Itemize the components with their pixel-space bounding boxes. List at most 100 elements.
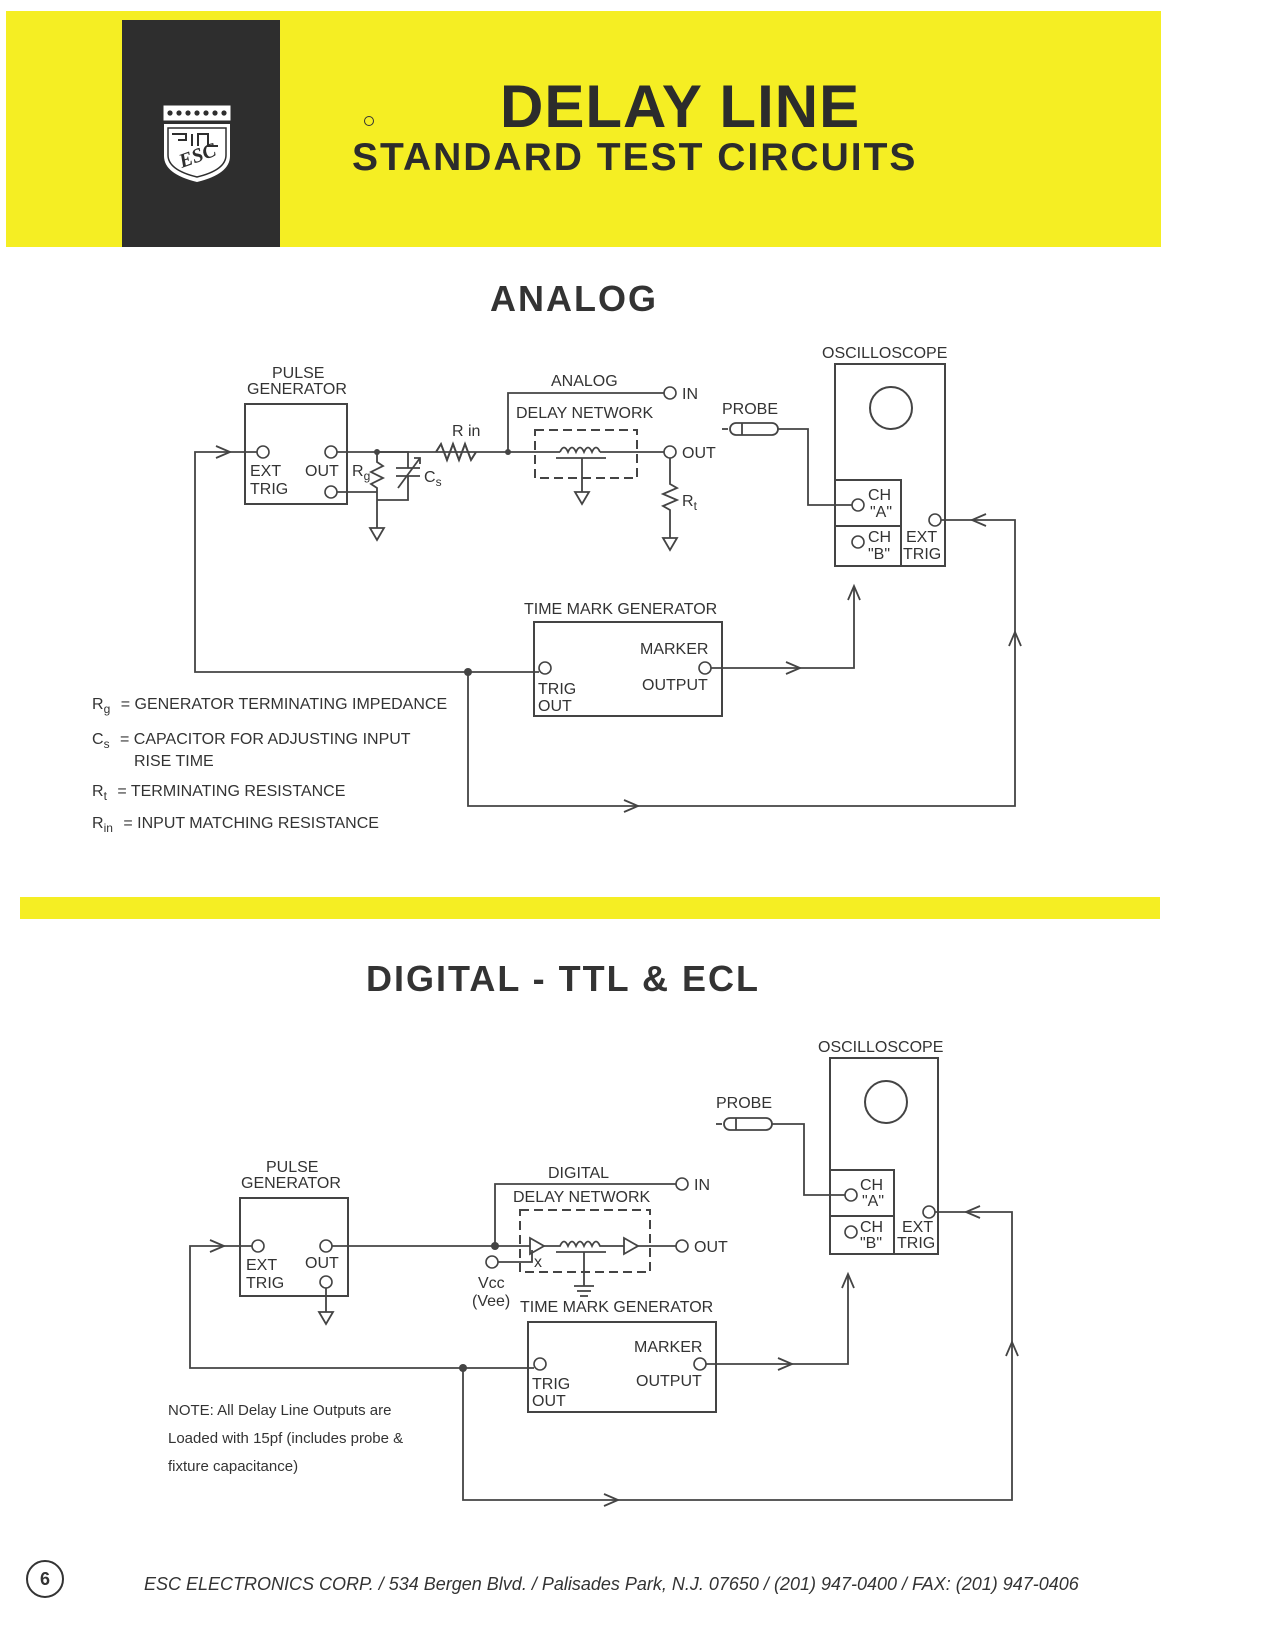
esc-shield-logo: ESC [163,105,231,182]
analog-ch-a-terminal [851,498,865,512]
analog-pg-out-label: OUT [305,463,339,480]
digital-pg-ext-trig-terminal [251,1239,265,1253]
digital-ch-b-box [829,1215,895,1255]
digital-tmg-label: TIME MARK GENERATOR [520,1299,713,1316]
analog-tmg-output-label: OUTPUT [642,677,708,694]
legend-rg: Rg = GENERATOR TERMINATING IMPEDANCE [92,696,447,716]
digital-pg-out-label: OUT [305,1255,339,1272]
digital-scope-label: OSCILLOSCOPE [818,1039,943,1056]
legend-rin-symbol: R [92,815,104,832]
analog-ch-b-terminal [851,535,865,549]
legend-rg-symbol: R [92,696,104,713]
digital-wire-ext-trig-loop [462,1211,1013,1501]
analog-cs-label: Cs [424,469,442,489]
digital-wire-probe [772,1123,845,1196]
analog-arrow-ext-trig [215,445,233,459]
analog-network-out-terminal [663,445,677,459]
legend-rin: Rin = INPUT MATCHING RESISTANCE [92,815,379,835]
digital-arrow-ch-b [841,1271,855,1289]
digital-pg-trig-label: TRIG [246,1275,284,1292]
analog-time-mark-generator-box [533,621,723,717]
registered-mark [364,116,374,126]
analog-rt-label: Rt [682,493,698,513]
analog-scope-screen [869,386,913,430]
analog-delay-network-box [534,429,638,479]
analog-pg-ground-terminal [324,485,338,499]
legend-rt-text: = TERMINATING RESISTANCE [117,783,346,800]
digital-probe-label: PROBE [716,1095,772,1112]
digital-scope-ext-trig-terminal [922,1205,936,1219]
analog-tmg-marker-label: MARKER [640,641,708,658]
digital-arrow-scope-trig [963,1205,981,1219]
digital-note-line-2: Loaded with 15pf (includes probe & [168,1430,404,1447]
digital-time-mark-generator-box [527,1321,717,1413]
digital-scope-ext-label: EXT [902,1219,933,1236]
analog-pg-out-terminal [324,445,338,459]
analog-network-in-terminal [663,386,677,400]
analog-rt-resistor [660,458,680,552]
page-subtitle: STANDARD TEST CIRCUITS [352,136,918,179]
legend-rin-text: = INPUT MATCHING RESISTANCE [123,815,379,832]
digital-scope-trig-label: TRIG [897,1235,935,1252]
analog-ch-a-label: CH [868,487,891,504]
digital-tmg-out-label: OUT [532,1393,566,1410]
page-title: DELAY LINE [500,73,861,140]
analog-delay-ground [573,458,591,506]
analog-probe-label: PROBE [722,401,778,418]
analog-probe-body [729,422,779,436]
analog-rg-resistor [368,452,386,528]
digital-tmg-marker-terminal [693,1357,707,1371]
digital-tmg-output-label: OUTPUT [636,1373,702,1390]
analog-ch-b-quote: "B" [868,546,890,563]
analog-rg-sub: g [364,469,371,483]
digital-network-in-label: IN [694,1177,710,1194]
analog-scope-trig-label: TRIG [903,546,941,563]
digital-pulse-gen-label-2: GENERATOR [241,1175,341,1192]
analog-rin-resistor [435,441,477,463]
analog-circuit-diagram: PULSE GENERATOR EXT TRIG OUT Rg Cs R in … [194,345,1022,813]
analog-scope-ext-label: EXT [906,529,937,546]
analog-rg-label: Rg [352,463,370,483]
logo-block: ESC [122,20,374,247]
analog-cs-capacitor [377,451,420,501]
digital-note-line-1: NOTE: All Delay Line Outputs are [168,1402,392,1419]
digital-output-buffer [623,1236,640,1256]
analog-tmg-out-label: OUT [538,698,572,715]
digital-wire-marker [706,1274,849,1365]
digital-ch-b-quote: "B" [860,1235,882,1252]
analog-scope-ext-trig-terminal [928,513,942,527]
digital-tmg-trig-label: TRIG [532,1376,570,1393]
digital-arrow-ext-trig [209,1239,227,1253]
digital-delay-ground [574,1252,594,1297]
digital-arrow-marker [777,1357,795,1371]
digital-pulse-generator-box [239,1197,349,1297]
analog-pulse-generator-box [244,403,348,505]
legend-rg-sub: g [103,702,111,717]
digital-network-out-label: OUT [694,1239,728,1256]
analog-wire-in [507,392,664,452]
digital-wire-in [494,1183,676,1246]
digital-vee-label: (Vee) [472,1293,510,1310]
digital-arrow-right [1005,1339,1019,1357]
analog-wire-ext-trig-loop [467,519,1016,807]
analog-scope-label: OSCILLOSCOPE [822,345,947,362]
digital-pulse-gen-label-1: PULSE [266,1159,318,1176]
analog-network-label-2: DELAY NETWORK [516,405,654,422]
analog-pg-ext-label: EXT [250,463,281,480]
analog-pg-ground-symbol [368,527,386,542]
digital-network-in-terminal [675,1177,689,1191]
digital-wire-vcc [498,1250,533,1263]
digital-pg-ground-symbol [317,1288,335,1326]
analog-arrow-ch-b [847,583,861,601]
legend-rt-symbol: R [92,783,104,800]
digital-ch-b-label: CH [860,1219,883,1236]
analog-wire-probe [778,428,852,506]
legend-cs-cont-text: RISE TIME [134,753,214,770]
analog-arrow-bottom [623,799,641,813]
digital-arrow-bottom [603,1493,621,1507]
legend-cs-cont: RISE TIME [134,753,214,771]
legend-rin-sub: in [103,821,113,836]
digital-heading: DIGITAL - TTL & ECL [366,958,760,999]
digital-network-label-2: DELAY NETWORK [513,1189,651,1206]
digital-note-line-3: fixture capacitance) [168,1458,299,1475]
